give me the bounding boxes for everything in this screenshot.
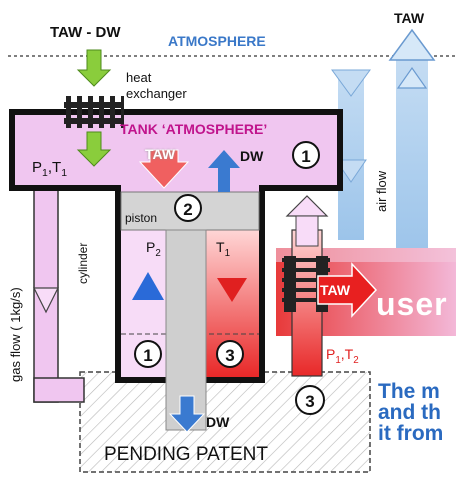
- marker-3-base: 3: [295, 385, 325, 415]
- blue-text-line-1: The m: [378, 380, 440, 403]
- t1-down-arrow: [217, 278, 247, 302]
- gas-flow-pipe-bottom: [33, 377, 85, 403]
- air-flow-label: air flow: [374, 170, 389, 212]
- gas-flow-down-arrow: [33, 287, 59, 314]
- tank-heat-exchanger-icon: [64, 96, 124, 128]
- gas-flow-pipe: [33, 159, 59, 403]
- t1-label: T1: [216, 239, 231, 259]
- heat-exchanger-label-2: exchanger: [126, 86, 187, 101]
- p1t2-label: P1,T2: [326, 346, 359, 366]
- gas-flow-label: gas flow ( 1kg/s): [8, 287, 23, 382]
- marker-1-tank-text: 1: [301, 147, 310, 166]
- dw-tank-arrow: [208, 150, 240, 192]
- air-down-arrow: [331, 69, 371, 97]
- marker-2-piston-text: 2: [183, 200, 192, 219]
- dw-tank-label: DW: [240, 148, 264, 164]
- heat-exchanger-label-1: heat: [126, 70, 152, 85]
- marker-2-piston: 2: [174, 194, 202, 222]
- p2-up-arrow: [132, 272, 164, 300]
- air-up-arrow-2: [396, 66, 428, 89]
- dw-bottom-label: DW: [206, 414, 230, 430]
- marker-1-cylinder-text: 1: [143, 346, 152, 365]
- pink-up-arrow: [285, 195, 329, 217]
- piston-label: piston: [125, 211, 158, 225]
- taw-top-label: TAW: [394, 10, 425, 26]
- pending-patent-label: PENDING PATENT: [104, 444, 268, 465]
- p1t1-label: P1,T1: [32, 159, 68, 179]
- user-label: user: [376, 286, 448, 322]
- taw-dw-label: TAW - DW: [50, 24, 121, 41]
- air-pipe-right: [396, 60, 428, 256]
- taw-user-label: TAW: [320, 282, 351, 298]
- p2-label: P2: [146, 239, 161, 259]
- cylinder-label: cylinder: [76, 242, 90, 284]
- blue-text-line-3: it from: [378, 422, 444, 445]
- taw-user-arrow: [317, 262, 378, 318]
- marker-3-cylinder-text: 3: [225, 346, 234, 365]
- tank-label: TANK ‘ATMOSPHERE’: [120, 121, 268, 137]
- atmosphere-label: ATMOSPHERE: [168, 33, 266, 49]
- air-up-arrow: [388, 28, 436, 61]
- air-down-arrow-lower: [335, 159, 367, 183]
- blue-text-line-2: and th: [378, 401, 441, 424]
- base-block: [79, 371, 371, 473]
- marker-3-cylinder: 3: [216, 340, 244, 368]
- green-arrow-tank: [76, 131, 112, 167]
- green-arrow-top: [76, 49, 112, 87]
- taw-tank-arrow: [138, 149, 190, 189]
- marker-1-tank: 1: [292, 141, 320, 169]
- marker-3-base-text: 3: [305, 392, 314, 411]
- pink-pipe-up: [295, 215, 319, 247]
- dw-bottom-arrow: [168, 395, 206, 433]
- taw-tank-label: TAW: [145, 146, 176, 162]
- marker-1-cylinder: 1: [134, 340, 162, 368]
